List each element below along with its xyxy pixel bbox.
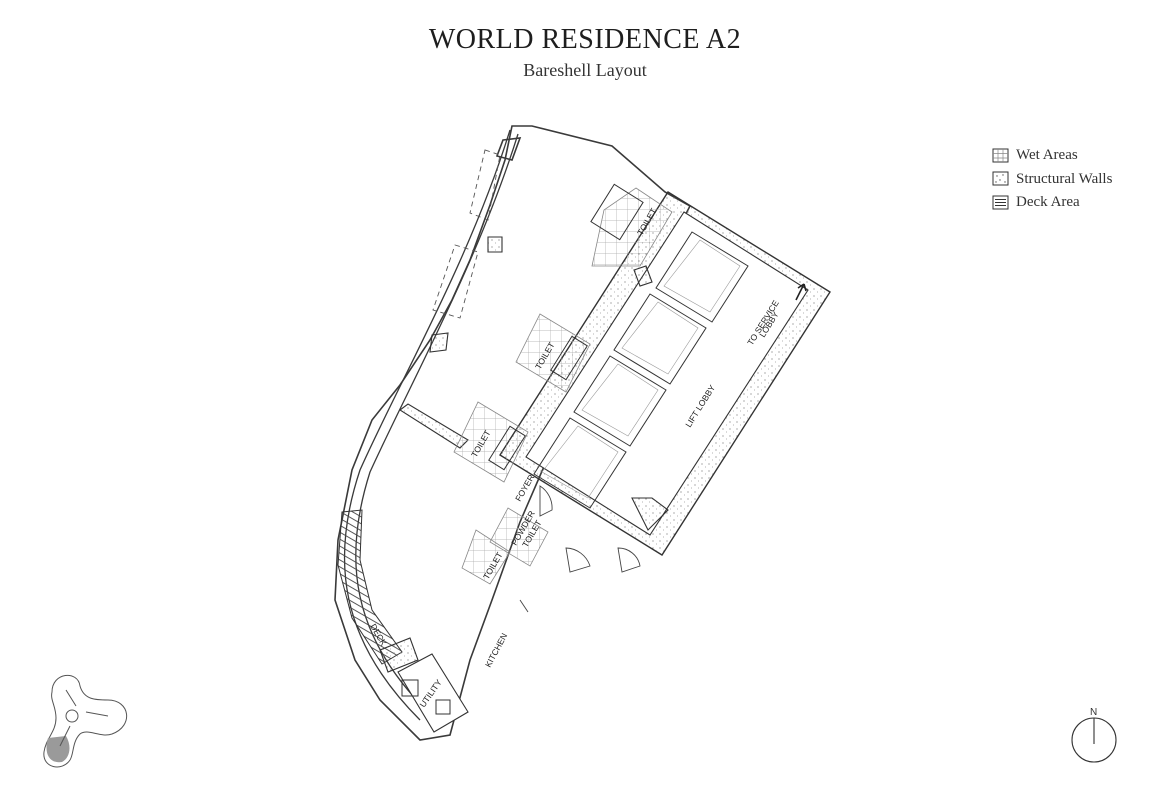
structural-walls [379, 236, 669, 673]
lift-core: LIFT LOBBY TO SERVICE LOBBY [499, 191, 831, 556]
utility-room: UTILITY [397, 653, 469, 733]
legend-item-structural-walls: Structural Walls [992, 168, 1112, 192]
foyer-label: FOYER [513, 473, 536, 503]
legend-item-deck-area: Deck Area [992, 191, 1112, 215]
key-plan [43, 675, 128, 768]
kitchen-label: KITCHEN [483, 631, 509, 669]
toilet-room-4: TOILET [461, 529, 511, 585]
legend: Wet Areas Structural Walls Deck Area [992, 144, 1112, 215]
balcony-outline [432, 149, 501, 319]
deck-area-swatch-icon [992, 195, 1009, 210]
toilet-room-1: TOILET [590, 183, 673, 267]
legend-item-wet-areas: Wet Areas [992, 144, 1112, 168]
wet-area-swatch-icon [992, 148, 1009, 163]
deck-area: DECK [337, 509, 403, 665]
toilet-room-3: TOILET [453, 401, 529, 483]
legend-label: Structural Walls [1016, 170, 1113, 187]
structural-wall-swatch-icon [992, 171, 1009, 186]
page-title: WORLD RESIDENCE A2 [428, 24, 742, 55]
legend-label: Deck Area [1016, 194, 1080, 211]
toilet-room-2: TOILET [515, 313, 591, 393]
door-swings [519, 485, 641, 613]
legend-label: Wet Areas [1016, 147, 1078, 164]
north-arrow-icon: N [1071, 707, 1117, 763]
north-label: N [1090, 707, 1097, 718]
page-subtitle: Bareshell Layout [523, 60, 647, 80]
arrow-icon [795, 283, 807, 301]
